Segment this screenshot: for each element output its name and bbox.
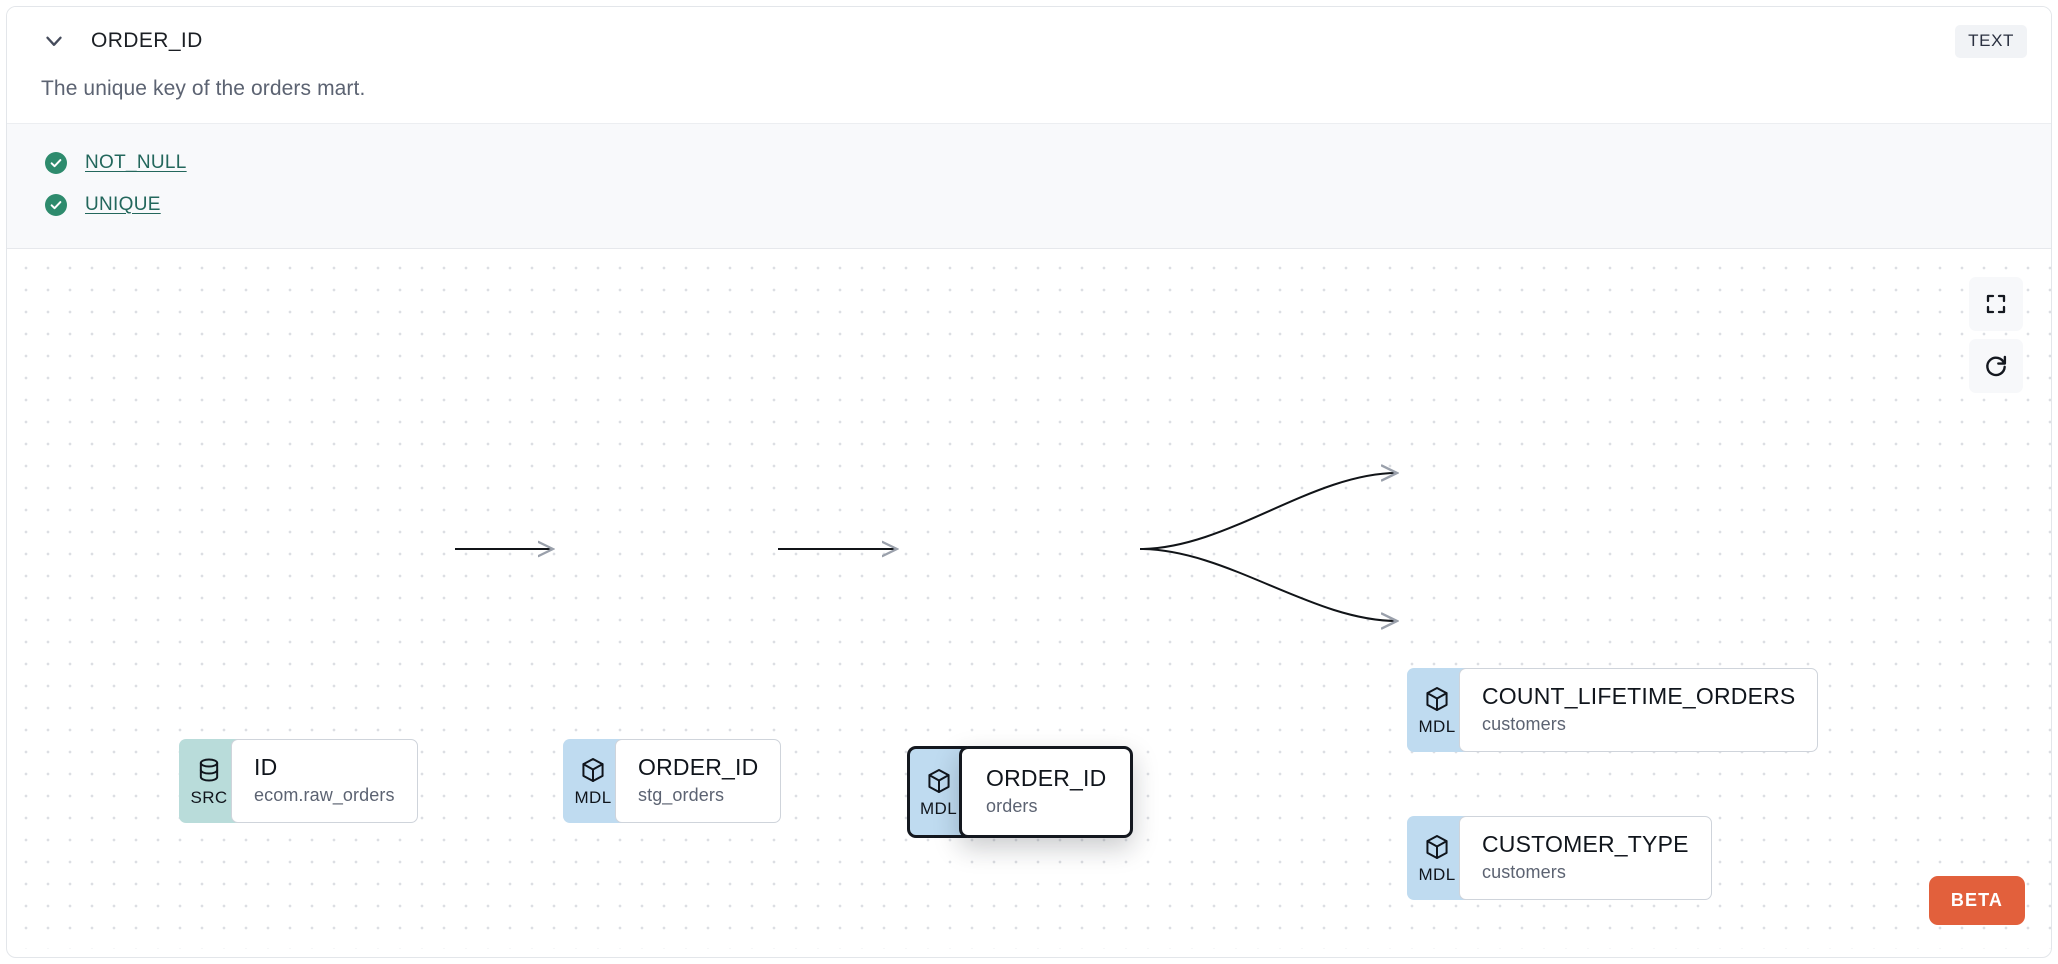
lineage-node-count-lifetime-orders[interactable]: MDL COUNT_LIFETIME_ORDERS customers [1407, 668, 1819, 752]
node-badge-label: MDL [1418, 717, 1456, 736]
card-header: ORDER_ID TEXT [7, 7, 2051, 75]
node-source-name: ecom.raw_orders [254, 785, 395, 805]
node-body: ID ecom.raw_orders [231, 739, 418, 823]
database-icon [195, 756, 223, 784]
collapse-toggle-button[interactable] [37, 24, 71, 58]
node-column-name: CUSTOMER_TYPE [1482, 831, 1689, 857]
node-body: ORDER_ID stg_orders [615, 739, 782, 823]
test-link-not-null[interactable]: NOT_NULL [85, 152, 187, 173]
node-badge-mdl: MDL [563, 739, 623, 823]
column-detail-card: ORDER_ID TEXT The unique key of the orde… [6, 6, 2052, 958]
node-badge-mdl: MDL [1407, 668, 1467, 752]
data-type-badge: TEXT [1955, 24, 2027, 58]
node-badge-label: MDL [1418, 865, 1456, 884]
cube-icon [1423, 833, 1451, 861]
node-badge-mdl: MDL [1407, 816, 1467, 900]
column-description: The unique key of the orders mart. [41, 77, 366, 100]
canvas-controls [1969, 277, 2023, 393]
test-link-unique[interactable]: UNIQUE [85, 194, 161, 215]
node-badge-src: SRC [179, 739, 239, 823]
lineage-node-customer-type[interactable]: MDL CUSTOMER_TYPE customers [1407, 816, 1712, 900]
test-row: UNIQUE [45, 184, 2021, 226]
node-source-name: stg_orders [638, 785, 725, 805]
cube-icon [925, 767, 953, 795]
tests-section: NOT_NULL UNIQUE [7, 123, 2051, 249]
node-body: COUNT_LIFETIME_ORDERS customers [1459, 668, 1819, 752]
cube-icon [579, 756, 607, 784]
beta-badge[interactable]: BETA [1928, 876, 2025, 925]
cube-icon [1423, 685, 1451, 713]
node-source-name: orders [986, 796, 1038, 816]
node-source-name: customers [1482, 862, 1566, 882]
edge-orders-to-customer-type [1139, 548, 1397, 621]
node-badge-label: SRC [190, 788, 228, 807]
refresh-icon [1983, 353, 2009, 379]
lineage-node-stg-order-id[interactable]: MDL ORDER_ID stg_orders [563, 739, 782, 823]
reset-button[interactable] [1969, 339, 2023, 393]
node-column-name: ORDER_ID [986, 765, 1107, 791]
node-body: CUSTOMER_TYPE customers [1459, 816, 1712, 900]
node-column-name: ID [254, 754, 278, 780]
fullscreen-icon [1984, 292, 2008, 316]
check-circle-icon [45, 152, 67, 174]
page-title: ORDER_ID [91, 29, 203, 52]
fit-view-button[interactable] [1969, 277, 2023, 331]
edge-orders-to-count-lifetime-orders [1139, 473, 1397, 550]
node-badge-label: MDL [919, 799, 958, 818]
chevron-down-icon [41, 28, 67, 54]
check-circle-icon [45, 194, 67, 216]
node-column-name: COUNT_LIFETIME_ORDERS [1482, 683, 1796, 709]
node-badge-label: MDL [574, 788, 612, 807]
node-body: ORDER_ID orders [959, 746, 1134, 838]
lineage-node-id[interactable]: SRC ID ecom.raw_orders [179, 739, 418, 823]
test-row: NOT_NULL [45, 142, 2021, 184]
lineage-node-orders-order-id[interactable]: MDL ORDER_ID orders [907, 746, 1134, 838]
lineage-canvas[interactable]: SRC ID ecom.raw_orders MDL ORDE [7, 249, 2051, 949]
node-source-name: customers [1482, 714, 1566, 734]
node-badge-mdl: MDL [907, 746, 967, 838]
node-column-name: ORDER_ID [638, 754, 759, 780]
lineage-edges [455, 249, 2051, 949]
